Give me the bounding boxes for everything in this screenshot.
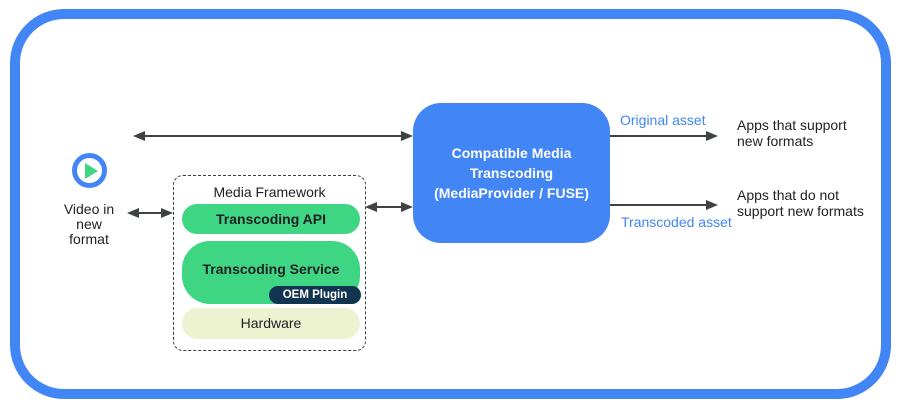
arrowhead-left-icon bbox=[127, 208, 139, 218]
apps-support-new-formats-label: Apps that support new formats bbox=[737, 117, 847, 149]
transcoding-api-pill: Transcoding API bbox=[182, 204, 360, 234]
play-triangle-icon bbox=[85, 163, 98, 179]
arrowhead-left-icon bbox=[365, 202, 377, 212]
arrow-original-asset bbox=[610, 131, 718, 141]
arrow-video-to-media-framework bbox=[127, 208, 173, 218]
arrowhead-right-icon bbox=[401, 131, 413, 141]
arrow-media-framework-to-transcoder bbox=[365, 202, 413, 212]
arrowhead-right-icon bbox=[161, 208, 173, 218]
arrowhead-right-icon bbox=[401, 202, 413, 212]
transcoded-asset-label: Transcoded asset bbox=[621, 214, 732, 230]
arrow-source-to-transcoder bbox=[133, 131, 413, 141]
hardware-pill: Hardware bbox=[182, 308, 360, 339]
play-icon bbox=[72, 153, 107, 188]
arrowhead-right-icon bbox=[706, 200, 718, 210]
original-asset-label: Original asset bbox=[620, 112, 706, 128]
arrowhead-left-icon bbox=[133, 131, 145, 141]
diagram-frame bbox=[10, 9, 891, 399]
source-video-label: Video in new format bbox=[63, 201, 115, 247]
arrow-transcoded-asset bbox=[610, 200, 718, 210]
media-framework-title: Media Framework bbox=[213, 184, 326, 200]
arrowhead-right-icon bbox=[706, 131, 718, 141]
oem-plugin-pill: OEM Plugin bbox=[269, 286, 361, 304]
media-framework-box: Media Framework Transcoding API Transcod… bbox=[173, 175, 366, 351]
compatible-media-transcoding-box: Compatible Media Transcoding (MediaProvi… bbox=[413, 103, 610, 243]
apps-not-support-new-formats-label: Apps that do not support new formats bbox=[737, 187, 864, 219]
transcoding-service-label: Transcoding Service bbox=[202, 261, 340, 277]
